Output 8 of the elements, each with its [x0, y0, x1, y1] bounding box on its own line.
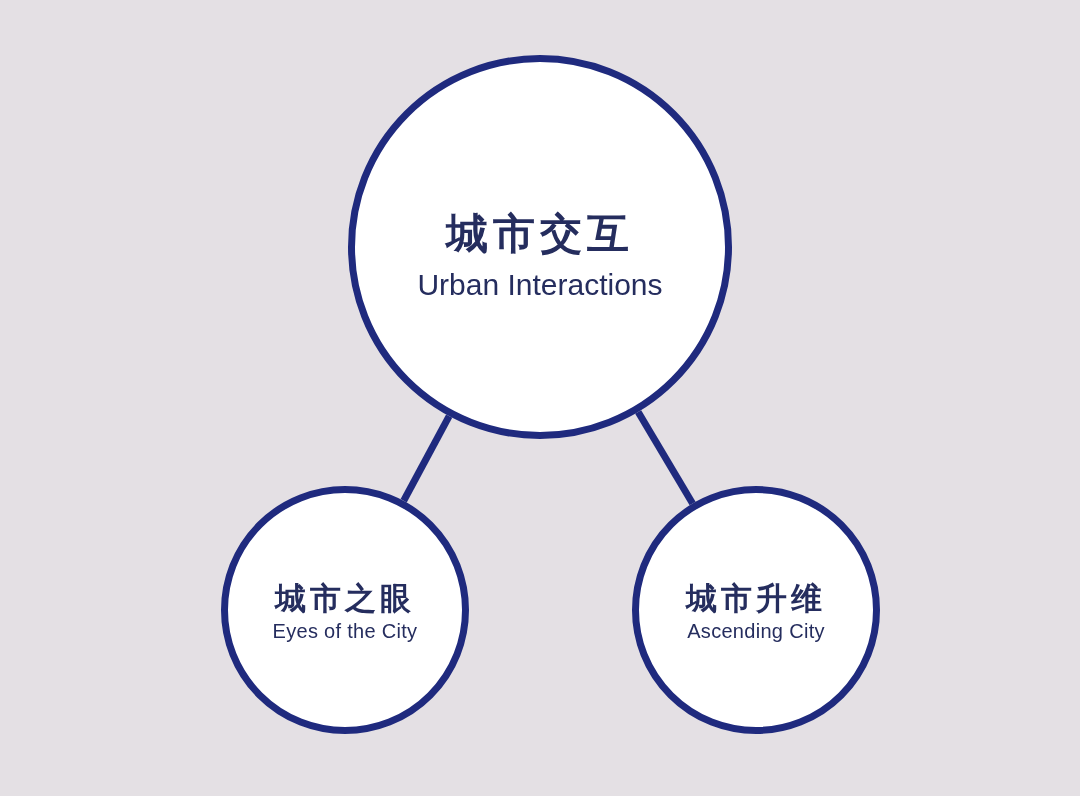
node-subtitle: Eyes of the City	[272, 620, 418, 644]
connector-line	[635, 410, 696, 506]
node-title: 城市交互	[446, 209, 634, 258]
connector-line	[400, 414, 453, 503]
node-subtitle: Ascending City	[687, 620, 825, 644]
node-subtitle: Urban Interactions	[417, 267, 663, 303]
node-title: 城市之眼	[275, 580, 415, 617]
node-title: 城市升维	[686, 580, 826, 617]
